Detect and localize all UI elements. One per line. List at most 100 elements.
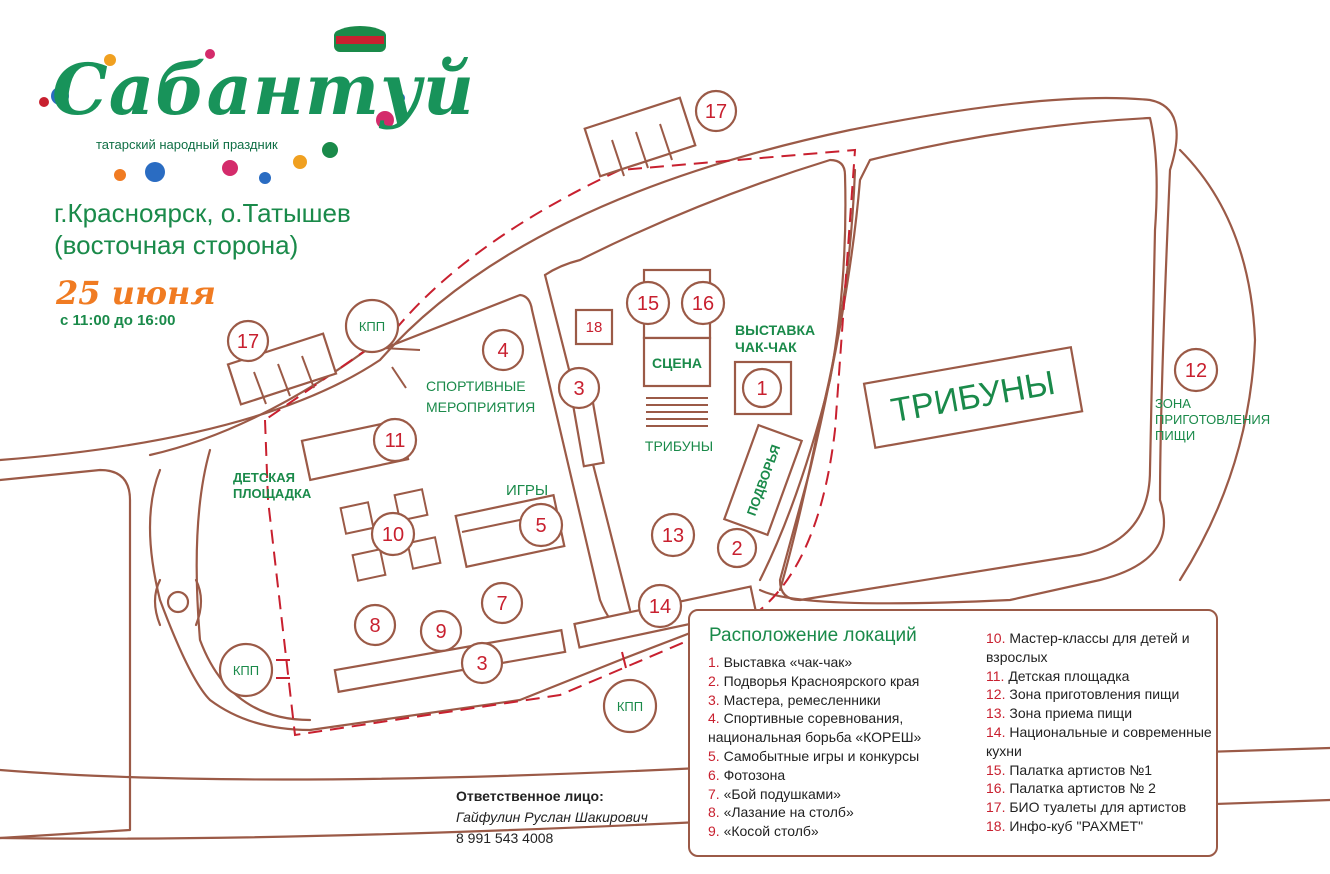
roundabout — [166, 590, 190, 614]
event-location: г.Красноярск, о.Татышев (восточная сторо… — [54, 197, 351, 261]
legend-item-number: 10. — [986, 630, 1010, 646]
marker-3b: 3 — [476, 653, 487, 675]
legend-item-number: 13. — [986, 705, 1010, 722]
event-date: 25 июня — [56, 274, 216, 312]
label-detskaya-2: ПЛОЩАДКА — [233, 486, 312, 501]
legend-item: 12. Зона приготовления пищи — [986, 685, 1216, 704]
legend-item-text: «Косой столб» — [723, 823, 819, 840]
legend-item-text: Фотозона — [723, 766, 786, 783]
road-ring — [153, 578, 203, 627]
logo-title: Сабантуй — [52, 48, 475, 131]
marker-14: 14 — [649, 596, 671, 618]
marker-4: 4 — [497, 340, 508, 362]
marker-15: 15 — [637, 293, 659, 315]
legend-item-text: Спортивные соревнования, национальная бо… — [708, 710, 922, 746]
marker-circle-4 — [481, 328, 525, 372]
legend-item-number: 16. — [986, 780, 1010, 797]
kpp-bottom-label: КПП — [617, 699, 643, 714]
label-zona-3: ПИЩИ — [1155, 428, 1195, 443]
marker-circle-3b — [460, 641, 504, 685]
marker-9: 9 — [435, 621, 446, 643]
kpp-left-label: КПП — [233, 663, 259, 678]
legend-item: 8. «Лазание на столб» — [708, 803, 978, 822]
legend-item-number: 18. — [986, 817, 1010, 834]
contact-phone: 8 991 543 4008 — [456, 830, 554, 846]
legend-item: 7. «Бой подушками» — [708, 785, 978, 804]
marker-circle-1 — [741, 367, 783, 409]
marker-circle-2 — [716, 527, 758, 569]
contact-label: Ответственное лицо: — [456, 788, 604, 804]
label-scena: СЦЕНА — [652, 355, 702, 371]
legend-item-number: 4. — [708, 710, 724, 727]
marker-17a: 17 — [705, 101, 727, 123]
logo-ornament — [39, 26, 405, 184]
legend-col-left: 1. Выставка «чак-чак»2. Подворья Красноя… — [708, 653, 978, 841]
legend-item-text: Мастера, ремесленники — [723, 691, 881, 708]
legend-item-number: 9. — [708, 823, 724, 840]
booth-row-17-top — [583, 96, 697, 178]
marker-1: 1 — [756, 378, 767, 400]
marker-7: 7 — [496, 593, 507, 615]
legend-item-text: Выставка «чак-чак» — [723, 654, 853, 670]
dashed-route — [264, 148, 857, 737]
road-diag-outer — [0, 96, 1178, 605]
legend-item: 15. Палатка артистов №1 — [986, 761, 1216, 780]
label-igry: ИГРЫ — [506, 482, 548, 499]
label-zona-1: ЗОНА — [1155, 396, 1191, 411]
legend-item: 1. Выставка «чак-чак» — [708, 653, 978, 672]
legend-item: 2. Подворья Красноярского края — [708, 672, 978, 691]
label-sport-1: СПОРТИВНЫЕ — [426, 378, 526, 394]
marker-circle-7 — [480, 581, 524, 625]
label-tribuny-small: ТРИБУНЫ — [645, 438, 713, 454]
marker-circle-14 — [637, 583, 683, 629]
legend-item: 13. Зона приема пищи — [986, 704, 1216, 723]
table-1 — [339, 501, 375, 535]
legend-item-text: Инфо-куб "РАХМЕТ" — [1009, 817, 1144, 834]
legend-item-text: «Лазание на столб» — [723, 804, 854, 821]
logo-subtitle: татарский народный праздник — [96, 137, 278, 152]
kpp-top-label: КПП — [359, 319, 385, 334]
legend-item-text: БИО туалеты для артистов — [1009, 799, 1187, 816]
legend-item-number: 5. — [708, 747, 724, 764]
label-detskaya-1: ДЕТСКАЯ — [233, 470, 295, 485]
contact-block: Ответственное лицо: Гайфулин Руслан Шаки… — [456, 786, 648, 849]
booth-row-17-left — [226, 332, 338, 406]
legend-item-text: Детская площадка — [1008, 667, 1130, 684]
road-bottom — [0, 746, 1330, 781]
legend-item-text: Национальные и современные кухни — [986, 723, 1212, 759]
road-loop-inner — [195, 448, 312, 722]
marker-8: 8 — [369, 615, 380, 637]
legend-item-number: 17. — [986, 799, 1010, 816]
podvorya-block — [722, 423, 804, 537]
table-3 — [351, 548, 387, 582]
marker-circle-10 — [370, 511, 416, 557]
legend-item: 9. «Косой столб» — [708, 822, 978, 841]
legend-item-number: 15. — [986, 761, 1010, 778]
legend-item-text: Зона приема пищи — [1009, 705, 1133, 722]
legend-title: Расположение локаций — [709, 625, 917, 646]
road-tri-4 — [778, 168, 857, 592]
marker-18: 18 — [586, 319, 603, 336]
marker-circle-11 — [372, 417, 418, 463]
marker-13: 13 — [662, 525, 684, 547]
legend-item-text: Зона приготовления пищи — [1009, 686, 1180, 703]
marker-3a: 3 — [573, 378, 584, 400]
legend-box: Расположение локаций 1. Выставка «чак-ча… — [688, 609, 1218, 857]
tribuny-big — [862, 345, 1084, 450]
location-line-1: г.Красноярск, о.Татышев — [54, 198, 351, 228]
label-zona-2: ПРИГОТОВЛЕНИЯ — [1155, 412, 1270, 427]
marker-circle-17a — [694, 89, 738, 133]
legend-item-number: 7. — [708, 785, 724, 802]
legend-item-number: 1. — [708, 654, 724, 670]
legend-item: 3. Мастера, ремесленники — [708, 691, 978, 710]
kpp-left — [218, 642, 274, 698]
marker-16: 16 — [692, 293, 714, 315]
road-bottom-2 — [0, 798, 1330, 840]
legend-item-text: Самобытные игры и конкурсы — [723, 747, 920, 764]
kpp-top — [344, 298, 400, 354]
marker-circle-9 — [419, 609, 463, 653]
legend-item-number: 3. — [708, 691, 724, 708]
stage — [642, 336, 712, 388]
